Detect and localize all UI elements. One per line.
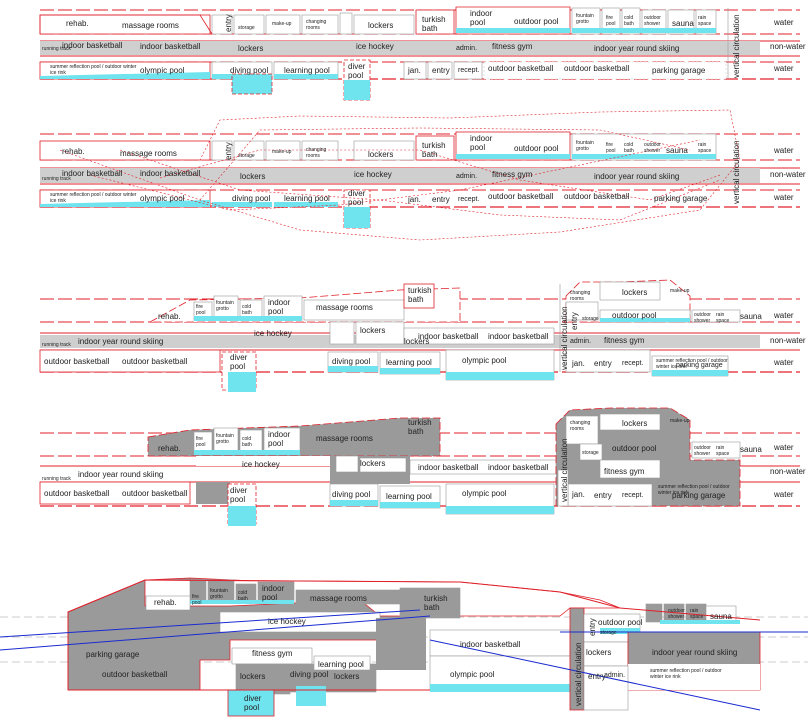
- row-label-water: water: [774, 443, 794, 452]
- row-label-non-water: non-water: [770, 467, 806, 476]
- row-label-water: water: [774, 64, 794, 73]
- row-label-water: water: [774, 193, 794, 202]
- diagram-row-1: [39, 6, 800, 101]
- diagram-row-3: [39, 279, 800, 392]
- row-label-water: water: [774, 358, 794, 367]
- row-label-water: water: [774, 146, 794, 155]
- row-label-water: water: [774, 490, 794, 499]
- row-label-non-water: non-water: [770, 170, 806, 179]
- row-label-non-water: non-water: [770, 336, 806, 345]
- row-label-water: water: [774, 18, 794, 27]
- diagram-row-2: [39, 109, 800, 241]
- row-label-non-water: non-water: [770, 42, 806, 51]
- row-label-water: water: [774, 311, 794, 320]
- diagram-row-5: [0, 577, 808, 717]
- diagram-row-4: [39, 407, 800, 526]
